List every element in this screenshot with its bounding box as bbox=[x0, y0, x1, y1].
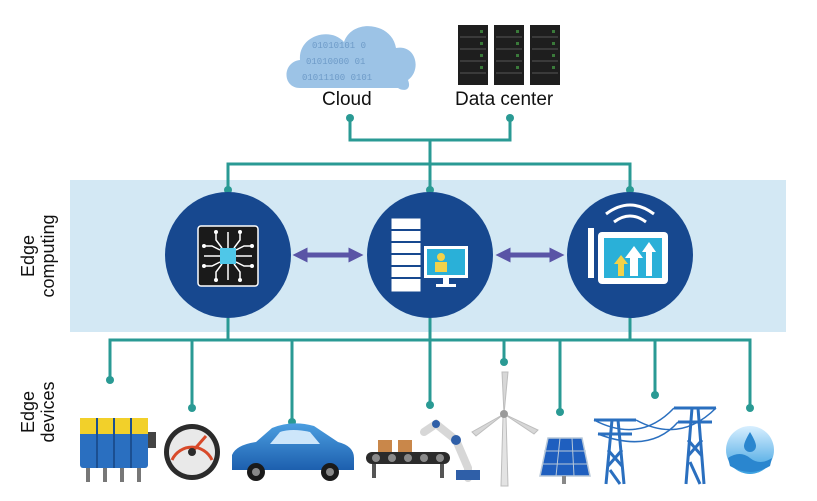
battery-pack-icon bbox=[80, 418, 156, 482]
processor-chip-icon bbox=[197, 225, 259, 287]
edge-devices-label-line2: devices bbox=[38, 381, 58, 443]
power-tower-icon bbox=[674, 406, 716, 485]
edge-node-1 bbox=[165, 192, 291, 318]
edge-computing-label-line1: Edge bbox=[18, 234, 38, 278]
edge-computing-label: Edge computing bbox=[18, 211, 58, 301]
speedometer-gauge-icon bbox=[164, 424, 220, 480]
power-lines bbox=[593, 407, 717, 443]
edge-node-2 bbox=[367, 192, 493, 318]
wireless-tablet-icon bbox=[588, 203, 668, 284]
power-tower-icon bbox=[594, 418, 636, 485]
cloud-binary-2: 01010000 01 bbox=[306, 57, 365, 67]
server-rack-icon bbox=[458, 25, 560, 85]
top-connectors bbox=[226, 118, 632, 190]
edge-node-3 bbox=[567, 192, 693, 318]
water-drop-icon bbox=[726, 426, 774, 474]
cloud-label: Cloud bbox=[322, 89, 372, 110]
edge-devices-label: Edge devices bbox=[18, 367, 58, 457]
car-icon bbox=[232, 423, 354, 481]
wind-turbine-icon bbox=[471, 371, 539, 487]
edge-computing-label-line2: computing bbox=[38, 214, 58, 298]
bottom-connectors bbox=[108, 318, 752, 422]
cloud-icon: 01010101 0 01010000 01 01011100 0101 bbox=[286, 26, 416, 90]
robot-arm-conveyor-icon bbox=[366, 419, 480, 482]
cloud-binary-1: 01010101 0 bbox=[312, 41, 366, 51]
solar-panel-icon bbox=[539, 437, 591, 484]
data-center-label: Data center bbox=[455, 89, 554, 110]
server-monitor-icon bbox=[390, 217, 468, 293]
cloud-binary-3: 01011100 0101 bbox=[302, 73, 372, 83]
edge-devices-label-line1: Edge bbox=[18, 390, 38, 434]
